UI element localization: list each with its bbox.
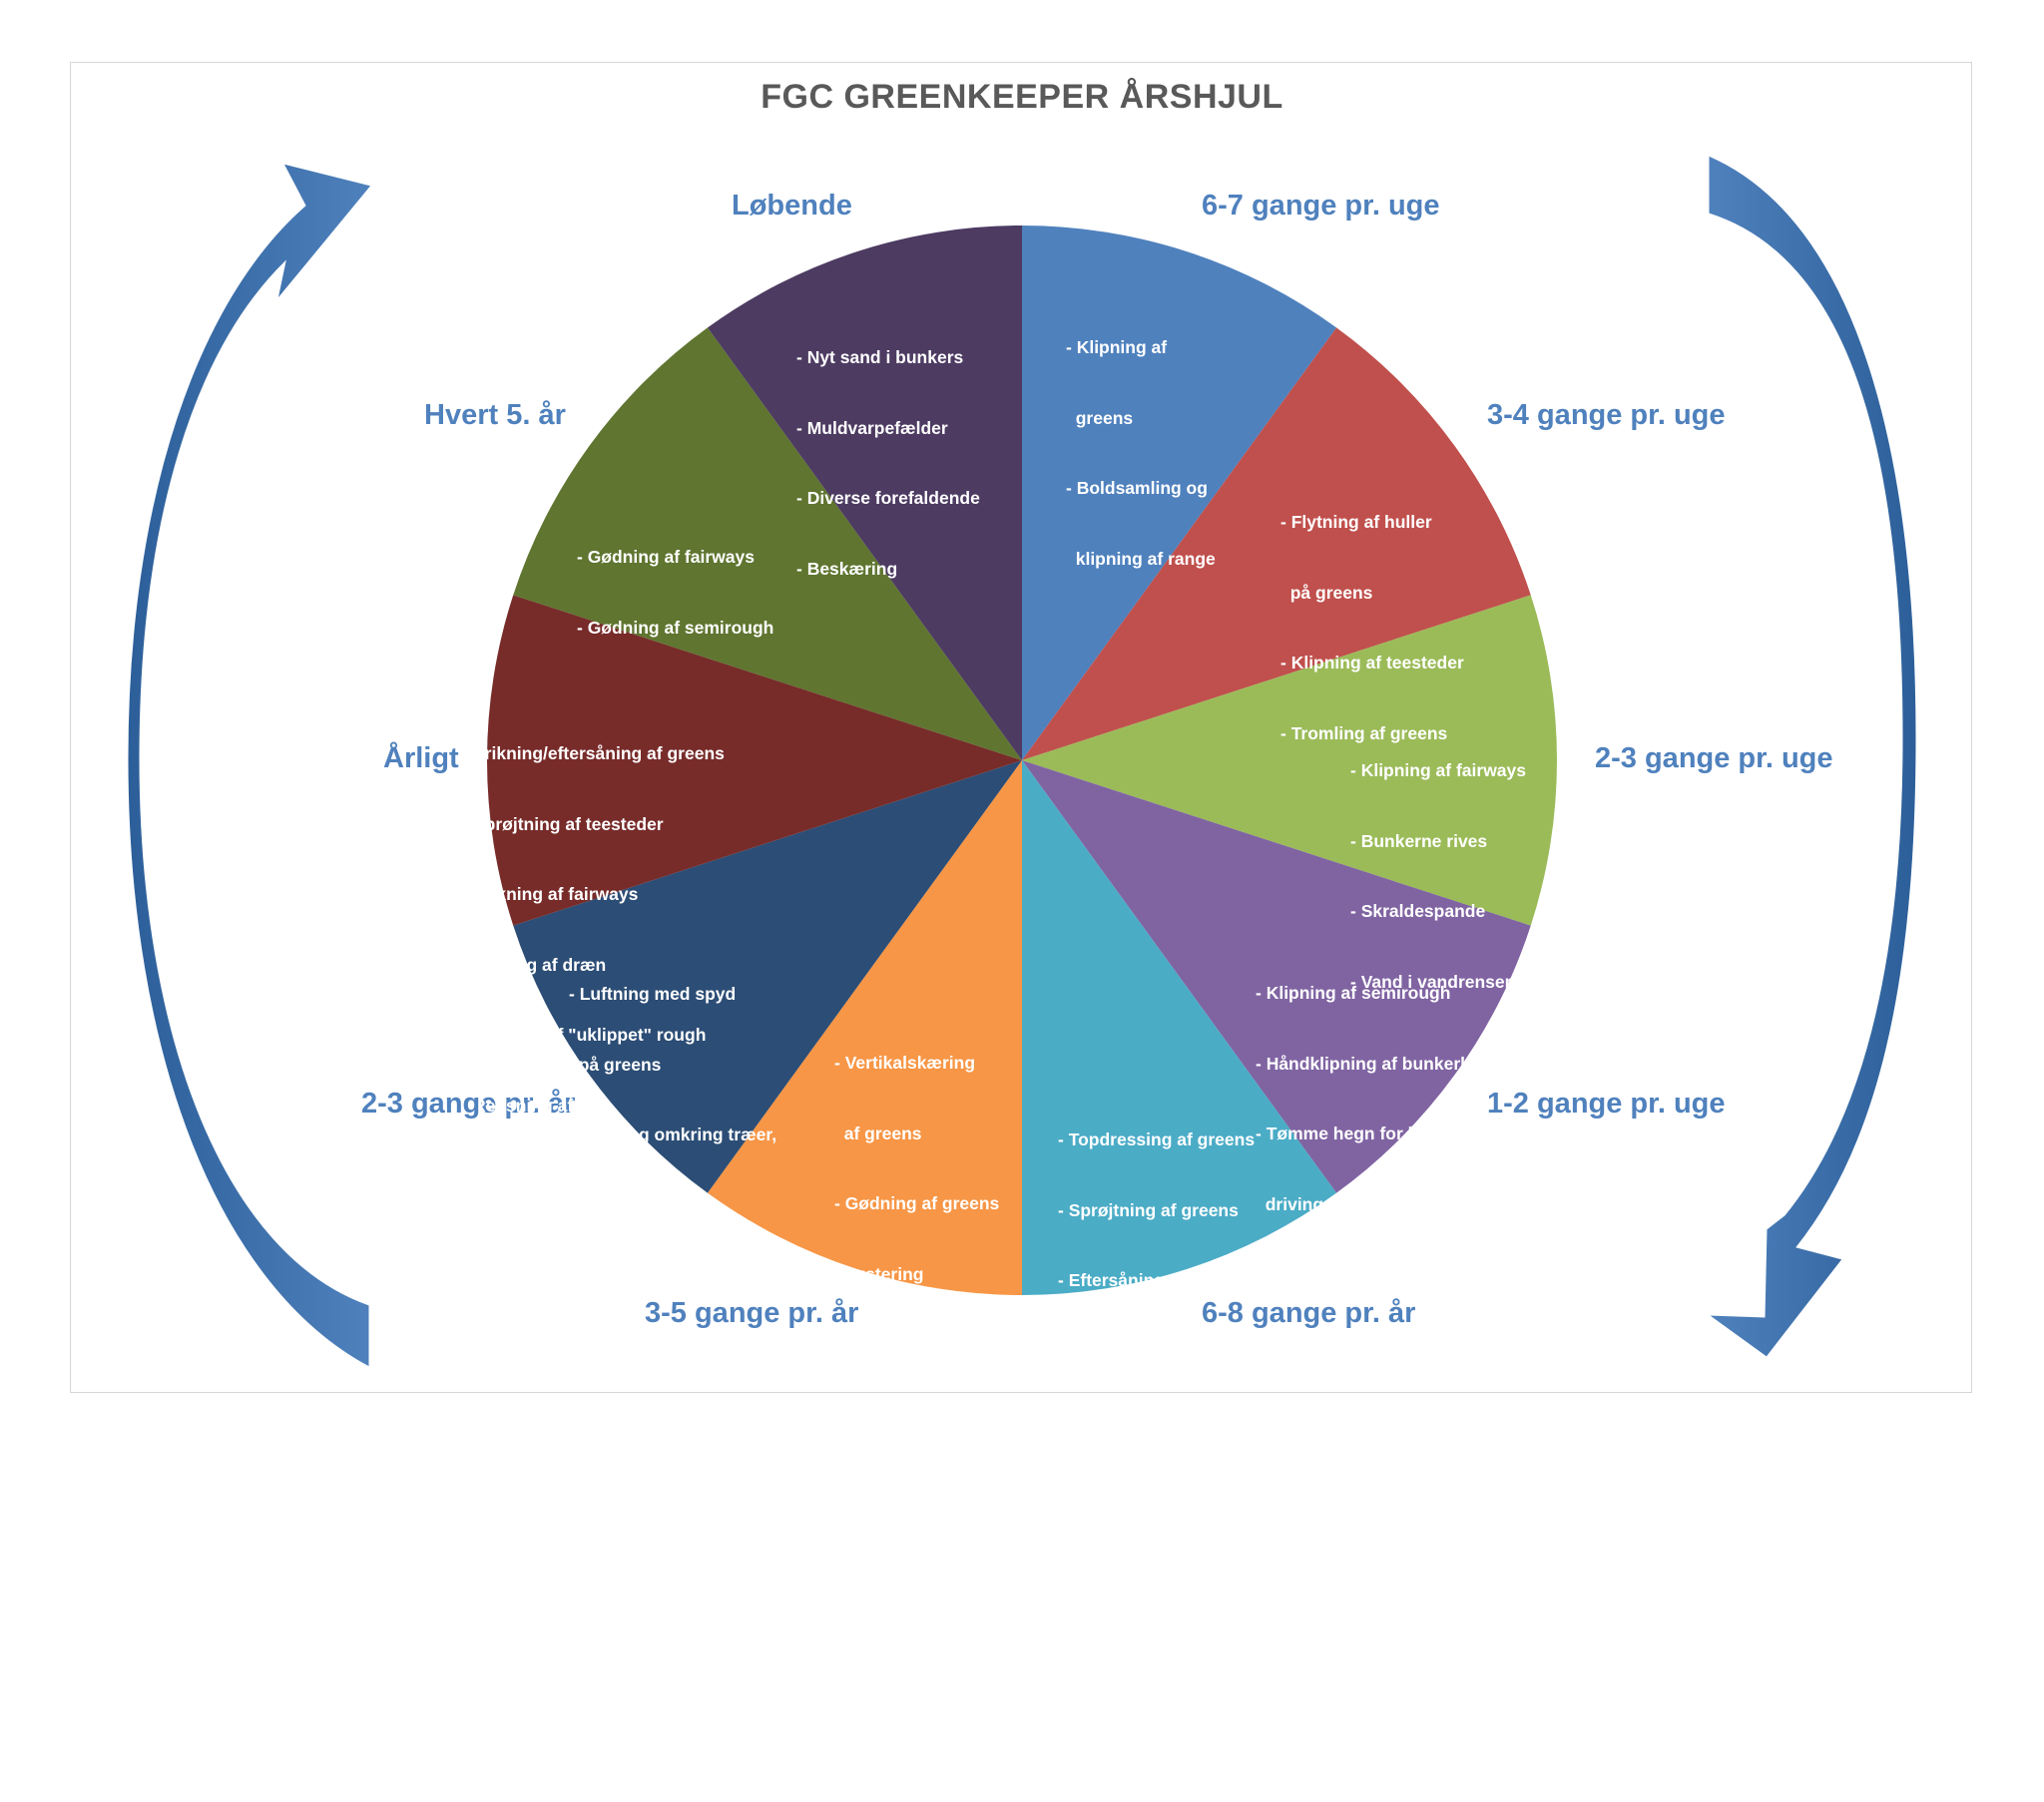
cycle-arrow-up-icon (127, 163, 372, 1368)
task-item: Prikning/eftersåning af greens (479, 743, 725, 763)
task-item: - Nyt sand i bunkers (796, 347, 964, 367)
task-list: - Klipning af greens - Boldsamling og kl… (1066, 289, 1216, 595)
task-item: af teesteder (1058, 1340, 1166, 1361)
frequency-label-6-8-per-year: 6-8 gange pr. år (1202, 1297, 1416, 1329)
wheel-segment (1022, 327, 1531, 760)
task-item: - Gødning af greens (834, 1193, 1000, 1213)
frequency-label-yearly: Årligt (383, 742, 459, 774)
frequency-label-every-5-years: Hvert 5. år (424, 399, 566, 431)
wheel-segment (707, 760, 1022, 1295)
diagram-title: FGC GREENKEEPER ÅRSHJUL (761, 78, 1283, 116)
task-item: greens (1066, 407, 1134, 428)
wheel-segment (707, 225, 1022, 760)
task-list: - Luftning med spyd på greens - Klipning… (569, 936, 776, 1241)
task-item: - Klipning af semirough (1256, 983, 1451, 1003)
task-item: - Vertikalskæring (834, 1053, 976, 1073)
frequency-label-2-3-per-year: 2-3 gange pr. år (361, 1088, 576, 1120)
task-item: - Sprøjtning af greens (1058, 1199, 1239, 1220)
task-item: - Klipning af fairways (1350, 760, 1526, 780)
task-item: - Klipning af (1066, 337, 1168, 357)
task-item: - Topdressing af greens (1058, 1129, 1256, 1149)
cycle-arrow-down-icon (1707, 155, 1917, 1358)
task-item: kanter (834, 1685, 897, 1706)
task-item: - Justering (834, 1263, 924, 1284)
task-item: - Vand i vandrensere (1350, 971, 1522, 992)
task-item: på greens (569, 1054, 662, 1075)
task-list: - Nyt sand i bunkers - Muldvarpefælder -… (796, 299, 980, 605)
task-item: - Håndklipning af bunkerkanter (1256, 1053, 1513, 1074)
task-item: driving range (1256, 1193, 1376, 1214)
wheel-segment (1022, 760, 1531, 1193)
task-item: - Eftersåning og topdressing (1058, 1270, 1296, 1290)
task-item: - Flytning af huller (1280, 512, 1432, 532)
task-item: - Tømme hegn for bold på (1256, 1124, 1470, 1143)
wheel-segment (1022, 760, 1337, 1295)
task-item: - Tromling af greens (1280, 722, 1448, 743)
task-item: klipning af range (1066, 548, 1216, 569)
task-item: - Diverse forefaldende (796, 488, 980, 508)
task-list: - Klipning af fairways - Bunkerne rives … (1350, 712, 1526, 1018)
task-item: - Gødning af tees (834, 1404, 977, 1425)
task-item: - Bunkerne rives (1350, 830, 1488, 851)
task-item: - Klipning omkring træer, (569, 1125, 777, 1144)
frequency-label-3-5-per-year: 3-5 gange pr. år (645, 1297, 859, 1329)
task-list: - Flytning af huller på greens - Klipnin… (1280, 464, 1464, 769)
task-item: - Luftning med spyd (569, 984, 737, 1004)
frequency-label-1-2-per-week: 1-2 gange pr. uge (1487, 1088, 1726, 1120)
task-item: Rensning af åer (479, 1095, 605, 1116)
frequency-label-ongoing: Løbende (732, 190, 852, 222)
task-item: Spuling af dræn (479, 954, 607, 975)
wheel-segment (513, 327, 1022, 760)
task-item: - Boldsamling og (1066, 478, 1208, 498)
task-item: Sprøjtning af teesteder (479, 813, 664, 834)
diagram-frame (70, 62, 1972, 1393)
task-item: - Beskæring (796, 558, 898, 579)
task-item: - Gødning af fairways (577, 547, 755, 567)
task-item: - Gødning af semirough (577, 617, 774, 638)
task-list: - Vertikalskæring af greens - Gødning af… (834, 1005, 1002, 1802)
wheel-segment (1022, 225, 1337, 760)
task-item: - Klipning af teesteder (1280, 653, 1464, 673)
task-item: keringer i fairways (834, 1545, 1003, 1566)
frequency-label-2-3-per-week: 2-3 gange pr. uge (1595, 742, 1833, 774)
task-list: - Klipning af semirough - Håndklipning a… (1256, 935, 1513, 1240)
task-list: Prikning/eftersåning af greens Sprøjtnin… (479, 695, 749, 1141)
task-item: - Klipning af åkanter (1058, 1411, 1227, 1431)
task-item: - Friskæring af mar- (834, 1475, 999, 1495)
wheel-segment (487, 595, 1022, 926)
task-item: stolper og sten (569, 1194, 705, 1215)
wheel-segment (1022, 595, 1557, 926)
task-list: - Gødning af fairways - Gødning af semir… (577, 499, 773, 664)
wheel-segment (513, 760, 1022, 1193)
task-item: Klipning af "uklippet" rough (479, 1025, 707, 1045)
annual-wheel (127, 155, 1917, 1368)
task-item: Prikning af fairways (479, 884, 639, 904)
task-item: - Muldvarpefælder (796, 417, 948, 438)
task-item: - Ukrudt i bunkere (834, 1756, 984, 1776)
frequency-label-3-4-per-week: 3-4 gange pr. uge (1487, 399, 1726, 431)
task-item: af greens (834, 1123, 922, 1143)
task-item: - Skraldespande (1350, 901, 1486, 921)
task-item: - Skæring af bunker (834, 1615, 999, 1635)
frequency-label-6-7-per-week: 6-7 gange pr. uge (1202, 190, 1440, 222)
task-item: af sprinklere (834, 1334, 948, 1354)
task-item: på greens (1280, 582, 1373, 603)
task-list: - Topdressing af greens - Sprøjtning af … (1058, 1082, 1295, 1457)
